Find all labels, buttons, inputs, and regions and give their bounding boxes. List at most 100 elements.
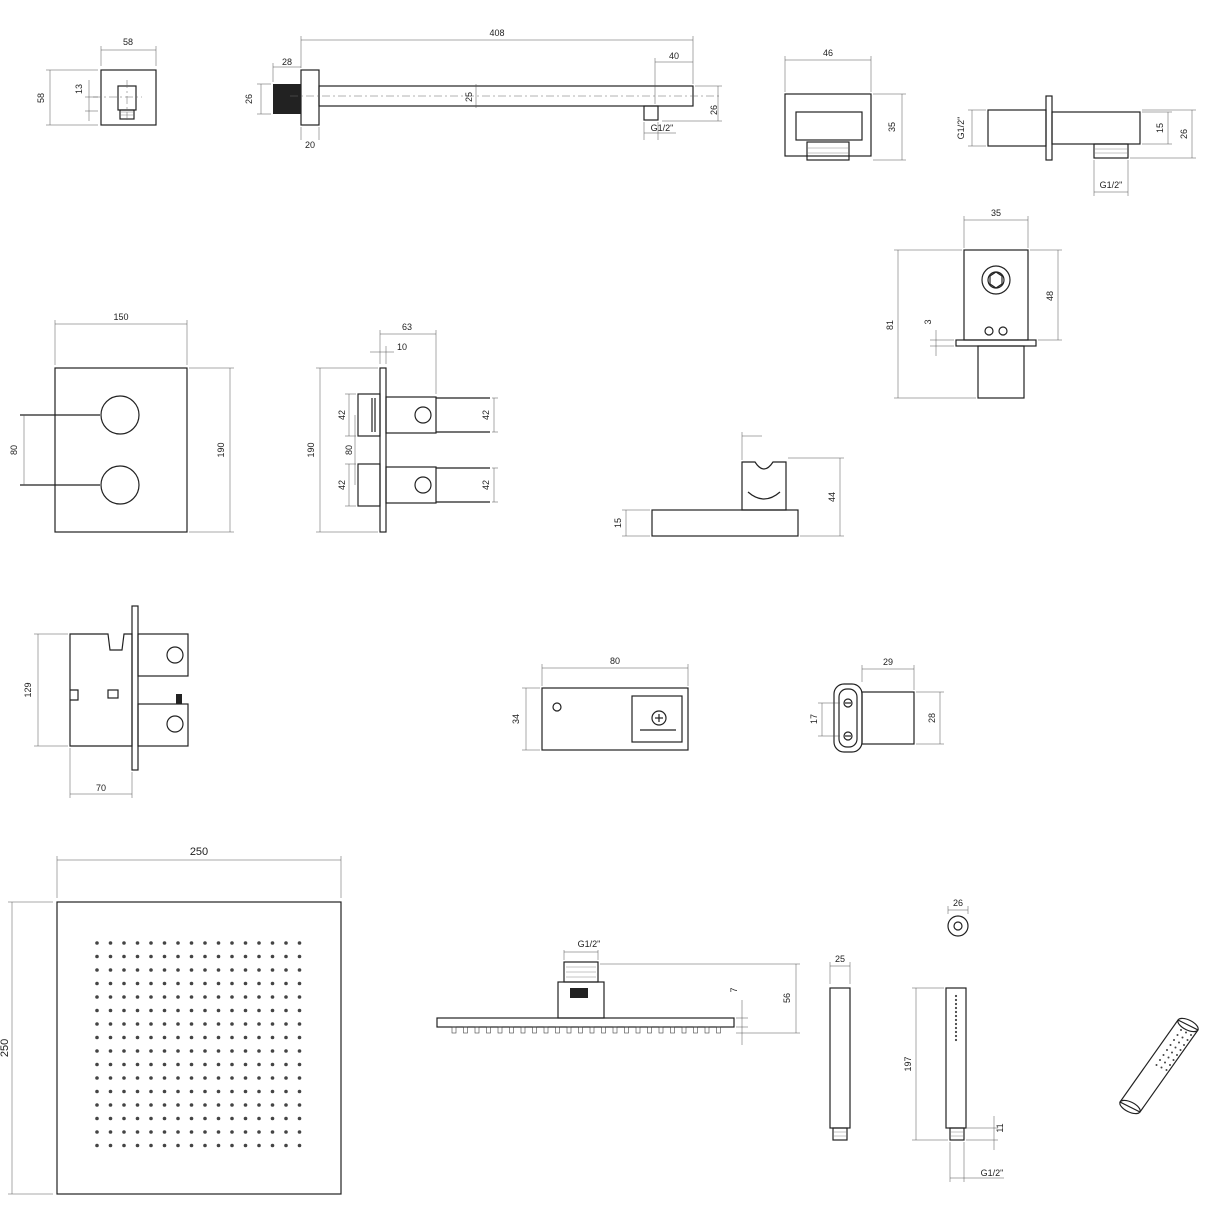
nozzle bbox=[95, 1062, 99, 1067]
nozzle bbox=[108, 995, 113, 999]
wall-outlet-diverter-view: 35 48 81 3 bbox=[885, 208, 1062, 399]
hand-nozzle bbox=[954, 1018, 958, 1022]
hand-nozzle bbox=[954, 1022, 958, 1026]
nozzle bbox=[230, 1049, 234, 1053]
hand-connector-label: 11 bbox=[995, 1123, 1005, 1132]
nozzle bbox=[135, 968, 140, 972]
nozzle bbox=[297, 1035, 302, 1040]
nozzle bbox=[122, 1116, 126, 1121]
arm-drop-label: 26 bbox=[709, 105, 719, 115]
nozzle bbox=[149, 1089, 153, 1094]
nozzle bbox=[203, 1089, 207, 1094]
nozzle bbox=[149, 981, 153, 986]
rain-nozzle bbox=[658, 1026, 664, 1034]
connector-width-label: 80 bbox=[610, 656, 620, 666]
nozzle bbox=[108, 981, 113, 986]
nozzle bbox=[189, 954, 194, 959]
nozzle bbox=[189, 941, 194, 945]
nozzle bbox=[122, 1022, 126, 1026]
rain-nozzle bbox=[704, 1026, 710, 1034]
nozzle bbox=[257, 1035, 261, 1040]
nozzle bbox=[257, 1103, 261, 1107]
nozzle bbox=[203, 1035, 207, 1040]
nozzle bbox=[216, 1143, 221, 1148]
iso-nozzle bbox=[1178, 1041, 1180, 1044]
nozzle bbox=[122, 1076, 126, 1080]
nozzle bbox=[189, 1103, 194, 1107]
nozzle bbox=[230, 954, 234, 959]
nozzle bbox=[108, 1049, 113, 1053]
nozzle bbox=[108, 1116, 113, 1121]
rain-nozzle bbox=[555, 1026, 560, 1034]
rain-nozzle bbox=[520, 1026, 526, 1034]
nozzle bbox=[189, 1008, 194, 1013]
nozzle bbox=[243, 1143, 248, 1148]
nozzle bbox=[297, 968, 302, 972]
hand-shower-front-view: 25 bbox=[829, 954, 851, 1141]
iso-nozzle bbox=[1185, 1031, 1187, 1034]
nozzle bbox=[176, 1143, 180, 1148]
nozzle bbox=[284, 1062, 288, 1067]
nozzle bbox=[243, 1130, 248, 1134]
rain-nozzle-row bbox=[451, 1026, 721, 1034]
connector-height-label: 34 bbox=[511, 714, 521, 724]
nozzle bbox=[176, 1116, 180, 1121]
nozzle bbox=[95, 1103, 99, 1107]
nozzle bbox=[243, 1035, 248, 1040]
nozzle bbox=[230, 1103, 234, 1107]
nozzle bbox=[203, 954, 207, 959]
head-width-label: 250 bbox=[190, 846, 208, 858]
nozzle bbox=[257, 968, 261, 972]
nozzle bbox=[257, 981, 261, 986]
nozzle bbox=[284, 1008, 288, 1013]
nozzle bbox=[257, 1049, 261, 1053]
nozzle bbox=[270, 1035, 275, 1040]
nozzle bbox=[216, 981, 221, 986]
iso-nozzle bbox=[1176, 1054, 1178, 1056]
iso-nozzle bbox=[1160, 1066, 1163, 1069]
side-plate-label: 10 bbox=[397, 342, 407, 352]
side-depth-label: 63 bbox=[402, 322, 412, 332]
nozzle bbox=[135, 1049, 140, 1053]
nozzle bbox=[284, 981, 288, 986]
rain-nozzle bbox=[578, 1026, 583, 1034]
nozzle bbox=[284, 1035, 288, 1040]
iso-nozzle bbox=[1186, 1039, 1189, 1041]
nozzle bbox=[95, 1049, 99, 1053]
nozzle bbox=[122, 1049, 126, 1053]
nozzle bbox=[257, 1116, 261, 1121]
nozzle bbox=[243, 1049, 248, 1053]
plate-knob-spacing-label: 80 bbox=[9, 445, 19, 455]
nozzle bbox=[108, 1103, 113, 1107]
nozzle bbox=[95, 954, 99, 959]
wo-height-label: 58 bbox=[36, 93, 46, 103]
nozzle bbox=[216, 941, 221, 945]
nozzle bbox=[95, 1130, 99, 1134]
nozzle bbox=[203, 1103, 207, 1107]
rain-nozzle bbox=[693, 1026, 698, 1034]
wo-width-label: 58 bbox=[123, 37, 133, 47]
nozzle bbox=[203, 1008, 207, 1013]
nozzle bbox=[216, 1116, 221, 1121]
arm-section-label: 25 bbox=[464, 92, 474, 102]
nozzle bbox=[108, 1076, 113, 1080]
nozzle bbox=[176, 1008, 180, 1013]
plate-width-label: 150 bbox=[113, 312, 128, 322]
nozzle bbox=[216, 1062, 221, 1067]
nozzle bbox=[270, 968, 275, 972]
nozzle bbox=[122, 1089, 126, 1094]
nozzle bbox=[257, 1089, 261, 1094]
rain-nozzle bbox=[451, 1026, 457, 1034]
nozzle bbox=[95, 1143, 99, 1148]
rain-nozzle bbox=[635, 1026, 641, 1034]
nozzle bbox=[135, 1116, 140, 1121]
nozzle bbox=[270, 1022, 275, 1026]
nozzle bbox=[189, 1035, 194, 1040]
nozzle bbox=[257, 954, 261, 959]
nozzle bbox=[149, 941, 153, 945]
nozzle bbox=[297, 1049, 302, 1053]
arm-length-label: 408 bbox=[489, 28, 504, 38]
nozzle bbox=[203, 995, 207, 999]
iso-nozzle bbox=[1172, 1059, 1175, 1061]
nozzle bbox=[135, 1143, 140, 1148]
